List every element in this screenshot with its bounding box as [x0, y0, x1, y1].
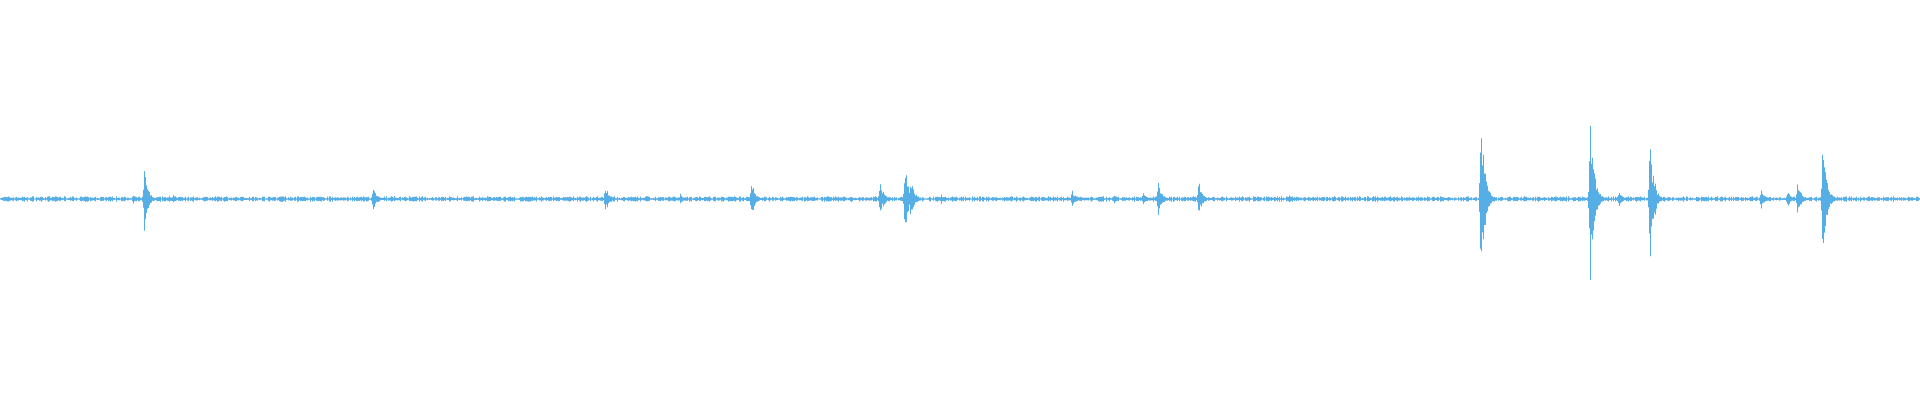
waveform-samples [0, 126, 1920, 280]
waveform-trace [0, 126, 1920, 280]
